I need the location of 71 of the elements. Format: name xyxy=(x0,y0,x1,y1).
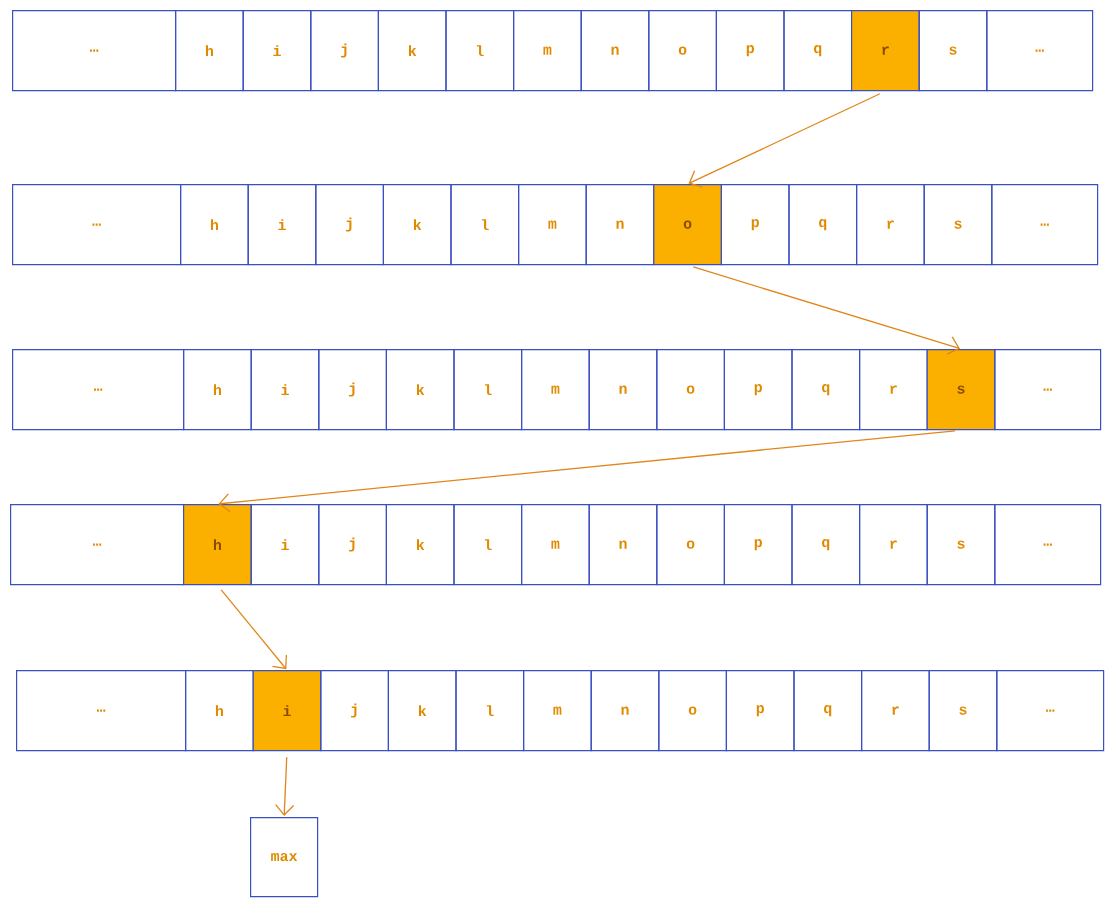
array-cell: l xyxy=(455,670,525,752)
array-cell: … xyxy=(12,349,185,431)
array-cell: i xyxy=(252,670,322,752)
array-cell: n xyxy=(588,504,658,586)
arrow xyxy=(692,266,961,355)
array-cell: j xyxy=(310,10,379,92)
result-box: max xyxy=(250,817,319,898)
array-cell: h xyxy=(180,184,249,266)
array-cell: n xyxy=(590,670,660,752)
array-cell: j xyxy=(318,349,387,431)
array-cell: i xyxy=(250,504,320,586)
array-cell: q xyxy=(791,504,861,586)
array-cell: k xyxy=(387,670,457,752)
arrow xyxy=(220,589,287,670)
array-cell: … xyxy=(986,10,1094,92)
array-cell: … xyxy=(996,670,1105,752)
array-cell: n xyxy=(580,10,650,92)
array-cell: k xyxy=(385,504,455,586)
array-cell: s xyxy=(928,670,998,752)
array-cell: s xyxy=(926,504,996,586)
array-cell: j xyxy=(318,504,387,586)
array-cell: n xyxy=(588,349,658,431)
array-cell: k xyxy=(377,10,447,92)
array-cell: h xyxy=(183,349,252,431)
array-cell: l xyxy=(450,184,520,266)
array-cell: … xyxy=(16,670,187,752)
arrow xyxy=(218,430,956,513)
array-cell: s xyxy=(926,349,996,431)
array-cell: p xyxy=(720,184,790,266)
arrow xyxy=(275,756,295,816)
array-cell: j xyxy=(315,184,384,266)
array-cell: i xyxy=(250,349,320,431)
array-cell: i xyxy=(247,184,317,266)
array-cell: k xyxy=(385,349,455,431)
array-cell: q xyxy=(793,670,863,752)
array-cell: h xyxy=(175,10,244,92)
array-cell: m xyxy=(523,670,592,752)
array-cell: … xyxy=(12,184,182,266)
array-cell: q xyxy=(788,184,858,266)
array-cell: m xyxy=(521,349,590,431)
array-cell: h xyxy=(183,504,252,586)
array-cell: o xyxy=(658,670,727,752)
array-cell: o xyxy=(656,349,725,431)
array-cell: k xyxy=(382,184,452,266)
array-cell: i xyxy=(242,10,312,92)
array-cell: m xyxy=(518,184,587,266)
array-cell: p xyxy=(715,10,785,92)
array-cell: m xyxy=(513,10,582,92)
array-cell: q xyxy=(791,349,861,431)
array-cell: s xyxy=(923,184,993,266)
array-cell: l xyxy=(445,10,515,92)
array-cell: p xyxy=(723,349,793,431)
array-cell: r xyxy=(861,670,930,752)
array-cell: … xyxy=(994,504,1102,586)
array-cell: j xyxy=(320,670,389,752)
array-cell: … xyxy=(991,184,1099,266)
array-cell: o xyxy=(648,10,717,92)
array-cell: p xyxy=(723,504,793,586)
array-cell: … xyxy=(994,349,1102,431)
array-cell: … xyxy=(12,10,177,92)
array-cell: l xyxy=(453,349,523,431)
array-cell: r xyxy=(856,184,925,266)
arrow xyxy=(688,93,881,188)
array-cell: o xyxy=(653,184,722,266)
array-cell: l xyxy=(453,504,523,586)
array-cell: p xyxy=(725,670,795,752)
array-cell: r xyxy=(851,10,920,92)
array-cell: o xyxy=(656,504,725,586)
array-cell: m xyxy=(521,504,590,586)
array-cell: r xyxy=(859,504,928,586)
array-cell: s xyxy=(918,10,988,92)
